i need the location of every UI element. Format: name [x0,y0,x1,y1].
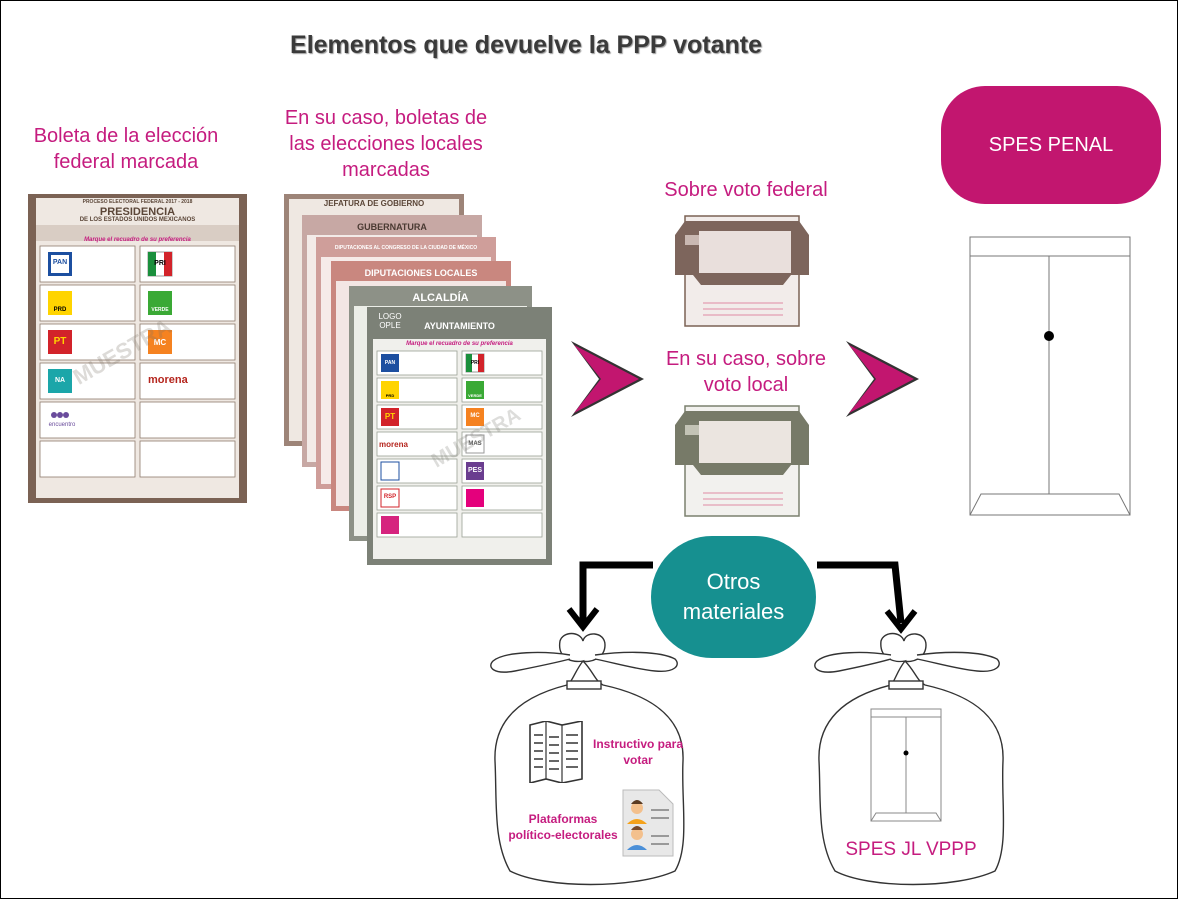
bag-right [814,632,1005,886]
federal-pt-text: PT [53,336,67,347]
otros-materiales-label: Otros materiales [682,569,785,624]
local-mc-text: MC [470,413,480,419]
spes-penal-envelope [969,236,1131,516]
arrow-down-left-icon [566,561,653,632]
na-logo [48,369,72,393]
local-ballot-3-office: DIPUTACIONES AL CONGRESO DE LA CIUDAD DE… [334,245,478,251]
local-ballot-4-office: DIPUTACIONES LOCALES [364,268,478,278]
local-ballot-6-logo: LOGO OPLE [378,312,402,330]
page-title: Elementos que devuelve la PPP votante [290,31,762,59]
local-ballot-6: LOGO OPLE AYUNTAMIENTO Marque el recuadr… [367,307,552,565]
plataformas-label: Plataformas político-electorales [508,812,618,842]
local-envelope-label: En su caso, sobre voto local [665,348,827,396]
federal-morena-text: morena [148,374,188,386]
local-rsp-text: RSP [383,494,397,500]
spes-penal-badge: SPES PENAL [941,86,1161,204]
federal-envelope [675,215,809,327]
spes-penal-label: SPES PENAL [988,133,1114,156]
federal-ballot-grid [39,245,236,478]
federal-ballot-office: PRESIDENCIA [99,206,176,218]
local-ballot-5-office: ALCALDÍA [412,292,469,304]
verde-logo [148,291,172,315]
local-pt-text: PT [384,412,396,421]
local-ballot-6-office: AYUNTAMIENTO [424,321,495,331]
local-ballot-1-office: JEFATURA DE GOBIERNO [323,199,425,208]
local-pri-text: PRI [470,360,480,366]
federal-na-text: NA [54,377,66,384]
local-ballot-2-office: GUBERNATURA [357,222,427,232]
pt-logo [48,330,72,354]
federal-ballot-process: PROCESO ELECTORAL FEDERAL 2017 - 2018 [82,199,193,205]
local-verde-text: VERDE [468,393,482,398]
local-pes-text: PES [467,467,482,474]
brochure-icon [529,721,583,783]
local-mas-text: MAS [468,441,482,447]
arrow-right-icon [571,341,644,417]
local-ballots-label: En su caso, boletas de las elecciones lo… [284,107,488,181]
federal-envelope-label: Sobre voto federal [664,179,828,201]
federal-prd-text: PRD [53,307,67,313]
federal-ballot-subtitle: DE LOS ESTADOS UNIDOS MEXICANOS [79,217,196,223]
spes-jl-label: SPES JL VPPP [845,839,977,860]
arrow-right-icon-2 [846,341,919,417]
instructivo-label: Instructivo para votar [592,737,684,767]
mc-logo [148,330,172,354]
federal-mc-text: MC [153,338,167,347]
federal-ballot: PROCESO ELECTORAL FEDERAL 2017 - 2018 PR… [28,194,247,503]
federal-pri-text: PRI [154,260,166,267]
federal-encuentro-text: encuentro [48,422,76,428]
federal-ballot-label: Boleta de la elección federal marcada [33,125,219,173]
otros-materiales-badge: Otros materiales [651,536,816,658]
local-prd-text: PRD [385,393,395,398]
local-morena-text: morena [379,440,408,449]
local-ballot-6-instruction: Marque el recuadro de su preferencia [406,341,513,347]
local-envelope [675,405,809,517]
local-pan-text: PAN [384,360,396,366]
federal-verde-text: VERDE [151,307,169,313]
document-profile-icon [622,789,674,857]
arrow-down-right-icon [817,561,918,634]
federal-ballot-instruction: Marque el recuadro de su preferencia [84,237,191,243]
federal-pan-text: PAN [52,259,68,266]
local-ballot-6-grid [376,350,543,538]
prd-logo [48,291,72,315]
